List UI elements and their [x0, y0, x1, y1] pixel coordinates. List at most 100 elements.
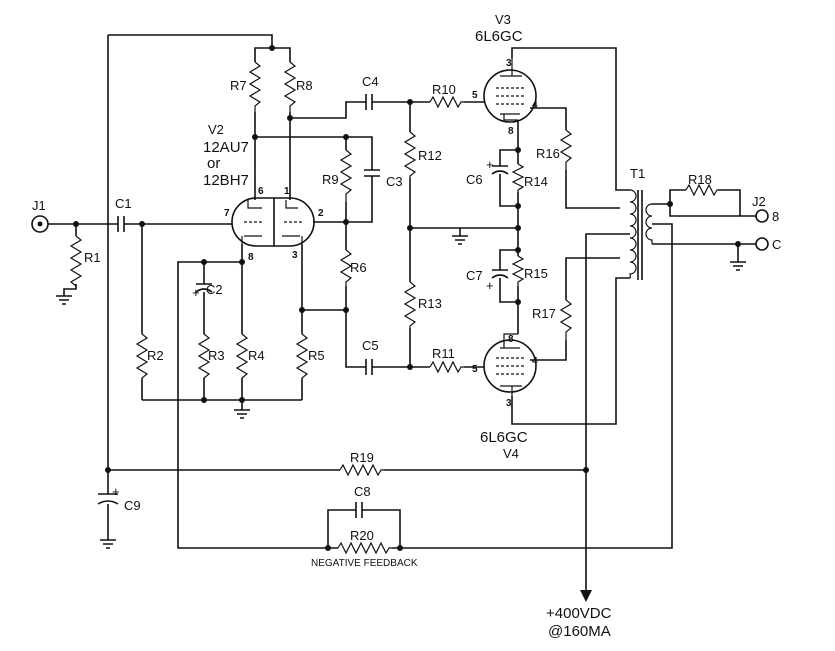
v4-label: V4 — [503, 446, 519, 461]
r15-symbol — [511, 255, 525, 286]
r5-label: R5 — [308, 348, 325, 363]
r9-label: R9 — [322, 172, 339, 187]
c2-symbol — [195, 283, 213, 300]
feedback-label: NEGATIVE FEEDBACK — [311, 558, 418, 569]
r2-symbol — [135, 333, 149, 379]
c6-symbol — [491, 165, 509, 180]
supply-arrow-icon — [580, 590, 592, 602]
r11-label: R11 — [432, 346, 455, 361]
t1-label: T1 — [630, 166, 645, 181]
v3-tube — [483, 58, 537, 123]
r18-symbol — [685, 183, 718, 197]
r7-symbol — [248, 61, 262, 112]
r20-symbol — [337, 541, 392, 555]
r5-symbol — [295, 333, 309, 379]
r13-symbol — [403, 281, 417, 328]
svg-text:4: 4 — [532, 100, 538, 111]
r1-label: R1 — [84, 250, 101, 265]
r16-label: R16 — [536, 146, 560, 161]
c5-symbol — [365, 359, 380, 375]
output-c-label: C — [772, 237, 781, 252]
v2-type-label: 12AU7 — [203, 139, 249, 156]
r4-label: R4 — [248, 348, 265, 363]
c9-label: C9 — [124, 498, 141, 513]
c3-label: C3 — [386, 174, 403, 189]
j1-label: J1 — [32, 198, 46, 213]
jacks — [31, 209, 769, 251]
r14-symbol — [511, 163, 525, 192]
supply-voltage-label: +400VDC — [546, 605, 612, 622]
pin-numbers: 6 1 7 2 8 3 3 5 4 8 8 5 4 3 — [224, 58, 538, 409]
v2-or-label: or — [207, 155, 220, 172]
r3-label: R3 — [208, 348, 225, 363]
v4-type-label: 6L6GC — [480, 429, 528, 446]
r10-label: R10 — [432, 82, 456, 97]
j2-terminal-c-icon — [755, 237, 769, 251]
r4-symbol — [235, 333, 249, 379]
svg-text:+: + — [486, 157, 494, 172]
svg-text:4: 4 — [532, 356, 538, 367]
r11-symbol — [429, 360, 464, 374]
r20-label: R20 — [350, 528, 374, 543]
ground-symbols — [56, 235, 746, 549]
wires — [48, 34, 756, 590]
c8-label: C8 — [354, 484, 371, 499]
r3-symbol — [197, 333, 211, 379]
r17-label: R17 — [532, 306, 556, 321]
c7-symbol — [491, 269, 509, 284]
component-labels: J1 R1 C1 R2 C2 R3 R4 R5 R6 R7 R8 R9 C3 C… — [32, 74, 781, 569]
ground-icon — [234, 409, 250, 419]
c1-label: C1 — [115, 196, 132, 211]
r1-symbol — [69, 235, 83, 288]
c7-label: C7 — [466, 268, 483, 283]
svg-text:+: + — [192, 285, 200, 300]
r14-label: R14 — [524, 174, 548, 189]
v2-tube — [231, 197, 315, 247]
svg-text:7: 7 — [224, 208, 230, 219]
c2-label: C2 — [206, 282, 223, 297]
r18-label: R18 — [688, 172, 712, 187]
r10-symbol — [429, 95, 464, 109]
svg-text:+: + — [486, 278, 494, 293]
j2-terminal-8-icon — [755, 209, 769, 223]
svg-text:3: 3 — [506, 398, 512, 409]
r15-label: R15 — [524, 266, 548, 281]
v4-tube — [483, 333, 537, 396]
supply-current-label: @160MA — [548, 623, 611, 640]
t1-transformer — [629, 189, 653, 280]
r6-label: R6 — [350, 260, 367, 275]
junction-dots — [73, 45, 741, 551]
ground-icon — [730, 261, 746, 271]
c5-label: C5 — [362, 338, 379, 353]
c1-symbol — [117, 216, 132, 232]
r12-label: R12 — [418, 148, 442, 163]
j2-label: J2 — [752, 194, 766, 209]
ground-icon — [56, 295, 72, 305]
c6-label: C6 — [466, 172, 483, 187]
capacitors — [97, 94, 509, 518]
supply-label: +400VDC @160MA — [546, 605, 612, 640]
c4-label: C4 — [362, 74, 379, 89]
svg-text:3: 3 — [506, 58, 512, 69]
svg-text:8: 8 — [508, 126, 514, 137]
c8-symbol — [355, 502, 370, 518]
svg-text:+: + — [112, 484, 120, 499]
v2-label: V2 — [208, 122, 224, 137]
r13-label: R13 — [418, 296, 442, 311]
polarity-marks: + + + + — [112, 157, 494, 499]
r9-symbol — [339, 149, 353, 202]
v2-alt-label: 12BH7 — [203, 172, 249, 189]
svg-text:5: 5 — [472, 90, 478, 101]
svg-text:8: 8 — [508, 334, 514, 345]
resistors — [69, 61, 718, 555]
r8-symbol — [283, 61, 297, 112]
r7-label: R7 — [230, 78, 247, 93]
svg-text:3: 3 — [292, 250, 298, 261]
j1-jack-icon — [31, 215, 49, 233]
r17-symbol — [559, 299, 573, 340]
ground-icon — [100, 539, 116, 549]
c4-symbol — [365, 94, 380, 110]
svg-text:1: 1 — [284, 186, 290, 197]
tube-labels: V2 12AU7 or 12BH7 V3 6L6GC 6L6GC V4 — [203, 12, 528, 461]
